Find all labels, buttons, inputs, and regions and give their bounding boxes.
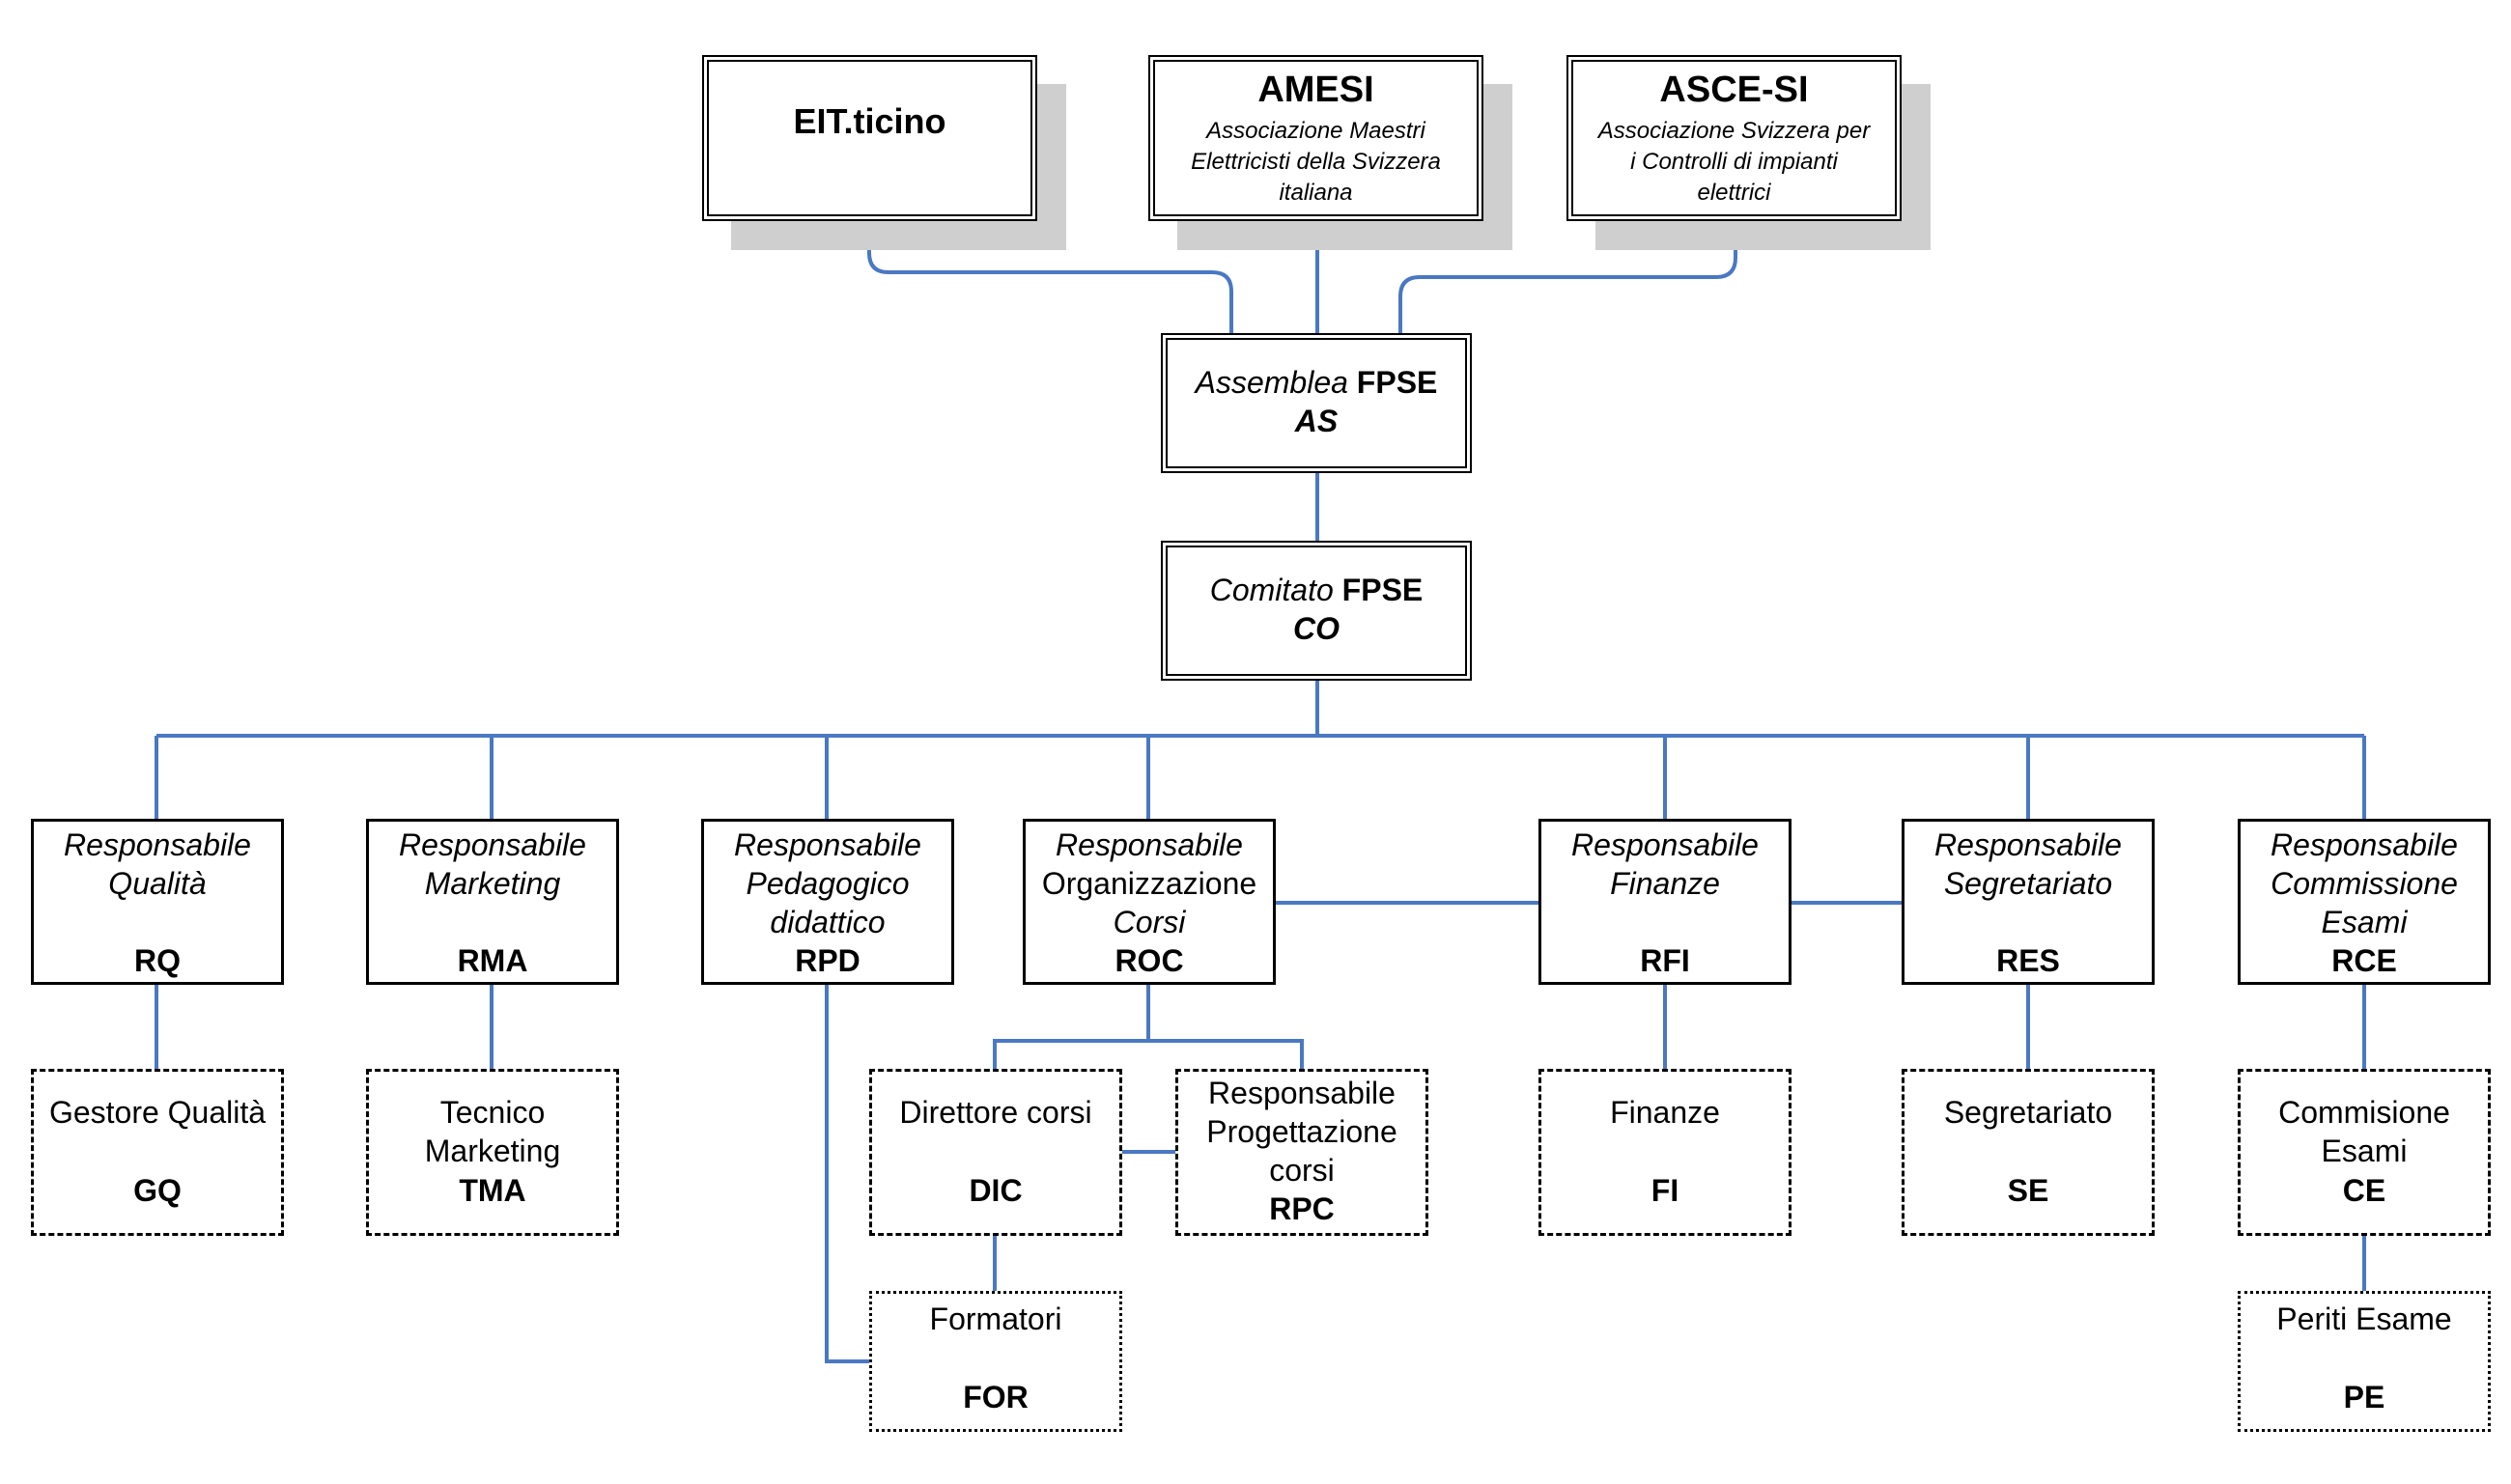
resp-rfi-line-2: Finanze xyxy=(1610,866,1720,901)
resp-rce-box: Responsabile Commissione Esami RCE xyxy=(2238,819,2491,985)
unit-pe-line-1: Periti Esame xyxy=(2276,1302,2452,1336)
resp-roc-line-2: Organizzazione xyxy=(1041,866,1257,901)
resp-roc-line-1: Responsabile xyxy=(1056,827,1243,862)
comitato-label: Comitato xyxy=(1209,573,1334,607)
unit-rpc-line-3: corsi xyxy=(1269,1153,1335,1188)
resp-roc-code: ROC xyxy=(1114,943,1184,978)
unit-rpc-box: Responsabile Progettazione corsi RPC xyxy=(1175,1069,1428,1236)
connector-rpd-for xyxy=(825,985,869,1363)
assemblea-org: FPSE xyxy=(1356,365,1438,400)
unit-for-box: Formatori FOR xyxy=(869,1291,1122,1432)
resp-res-code: RES xyxy=(1996,943,2060,978)
assemblea-code: AS xyxy=(1294,404,1339,438)
unit-rpc-line-2: Progettazione xyxy=(1206,1114,1397,1149)
amesi-line-3: italiana xyxy=(1279,180,1353,206)
unit-dic-line-1: Direttore corsi xyxy=(899,1095,1092,1130)
asce-title: ASCE-SI xyxy=(1659,70,1809,110)
resp-roc-box: Responsabile Organizzazione Corsi ROC xyxy=(1023,819,1276,985)
resp-rpd-code: RPD xyxy=(795,943,861,978)
connector-eit-assemblea xyxy=(867,224,1233,333)
resp-rq-line-2: Qualità xyxy=(108,866,207,901)
resp-rpd-line-1: Responsabile xyxy=(734,827,921,862)
unit-ce-box: Commisione Esami CE xyxy=(2238,1069,2491,1236)
unit-rpc-line-1: Responsabile xyxy=(1208,1076,1396,1110)
comitato-heading: Comitato FPSE xyxy=(1168,571,1465,609)
resp-rq-box: Responsabile Qualità RQ xyxy=(31,819,284,985)
unit-pe-code: PE xyxy=(2343,1380,2385,1414)
resp-rfi-code: RFI xyxy=(1640,943,1690,978)
unit-fi-box: Finanze FI xyxy=(1538,1069,1792,1236)
amesi-title: AMESI xyxy=(1257,70,1374,110)
unit-gq-box: Gestore Qualità GQ xyxy=(31,1069,284,1236)
resp-rpd-line-3: didattico xyxy=(770,905,886,939)
resp-rpd-line-2: Pedagogico xyxy=(746,866,910,901)
unit-tma-box: Tecnico Marketing TMA xyxy=(366,1069,619,1236)
unit-se-box: Segretariato SE xyxy=(1902,1069,2155,1236)
unit-for-line-1: Formatori xyxy=(929,1302,1062,1336)
resp-res-box: Responsabile Segretariato RES xyxy=(1902,819,2155,985)
comitato-code: CO xyxy=(1293,611,1340,646)
asce-line-1: Associazione Svizzera per xyxy=(1597,118,1871,144)
unit-pe-box: Periti Esame PE xyxy=(2238,1291,2491,1432)
amesi-line-2: Elettricisti della Svizzera xyxy=(1191,149,1441,175)
unit-tma-line-2: Marketing xyxy=(424,1134,561,1168)
eit-title: EIT.ticino xyxy=(793,101,946,141)
asce-box: ASCE-SI Associazione Svizzera per i Cont… xyxy=(1566,55,1902,221)
resp-res-line-1: Responsabile xyxy=(1934,827,2122,862)
unit-fi-line-1: Finanze xyxy=(1610,1095,1720,1130)
resp-rfi-line-1: Responsabile xyxy=(1571,827,1759,862)
resp-rce-line-1: Responsabile xyxy=(2271,827,2458,862)
unit-tma-line-1: Tecnico xyxy=(439,1095,546,1130)
unit-ce-line-1: Commisione xyxy=(2278,1095,2450,1130)
resp-rce-line-3: Esami xyxy=(2321,905,2408,939)
comitato-box: Comitato FPSE CO xyxy=(1161,541,1472,681)
resp-rma-code: RMA xyxy=(457,943,528,978)
unit-tma-code: TMA xyxy=(459,1173,526,1208)
amesi-box: AMESI Associazione Maestri Elettricisti … xyxy=(1148,55,1483,221)
unit-ce-code: CE xyxy=(2342,1173,2386,1208)
unit-for-code: FOR xyxy=(963,1380,1029,1414)
assemblea-label: Assemblea xyxy=(1195,365,1348,400)
connector-roc-dic-rpc xyxy=(993,985,1304,1069)
amesi-line-1: Associazione Maestri xyxy=(1206,118,1425,144)
comitato-org: FPSE xyxy=(1341,573,1424,607)
resp-rma-box: Responsabile Marketing RMA xyxy=(366,819,619,985)
asce-line-3: elettrici xyxy=(1697,180,1771,206)
assemblea-heading: Assemblea FPSE xyxy=(1168,363,1465,402)
asce-line-2: i Controlli di impianti xyxy=(1630,149,1838,175)
connector-asce-assemblea xyxy=(1398,224,1737,333)
unit-se-code: SE xyxy=(2007,1173,2049,1208)
resp-rma-line-2: Marketing xyxy=(424,866,561,901)
unit-se-line-1: Segretariato xyxy=(1943,1095,2113,1130)
resp-res-line-2: Segretariato xyxy=(1943,866,2113,901)
unit-ce-line-2: Esami xyxy=(2321,1134,2408,1168)
unit-rpc-code: RPC xyxy=(1269,1191,1335,1226)
unit-dic-code: DIC xyxy=(969,1173,1023,1208)
assemblea-box: Assemblea FPSE AS xyxy=(1161,333,1472,473)
resp-roc-line-3: Corsi xyxy=(1113,905,1186,939)
resp-rq-code: RQ xyxy=(134,943,181,978)
resp-rq-line-1: Responsabile xyxy=(64,827,251,862)
resp-rce-code: RCE xyxy=(2331,943,2397,978)
resp-rfi-box: Responsabile Finanze RFI xyxy=(1538,819,1792,985)
unit-fi-code: FI xyxy=(1650,1173,1679,1208)
unit-gq-code: GQ xyxy=(133,1173,182,1208)
resp-rce-line-2: Commissione xyxy=(2271,866,2458,901)
resp-rpd-box: Responsabile Pedagogico didattico RPD xyxy=(701,819,954,985)
unit-dic-box: Direttore corsi DIC xyxy=(869,1069,1122,1236)
unit-gq-line-1: Gestore Qualità xyxy=(48,1095,267,1130)
eit-box: EIT.ticino xyxy=(702,55,1037,221)
resp-rma-line-1: Responsabile xyxy=(399,827,586,862)
